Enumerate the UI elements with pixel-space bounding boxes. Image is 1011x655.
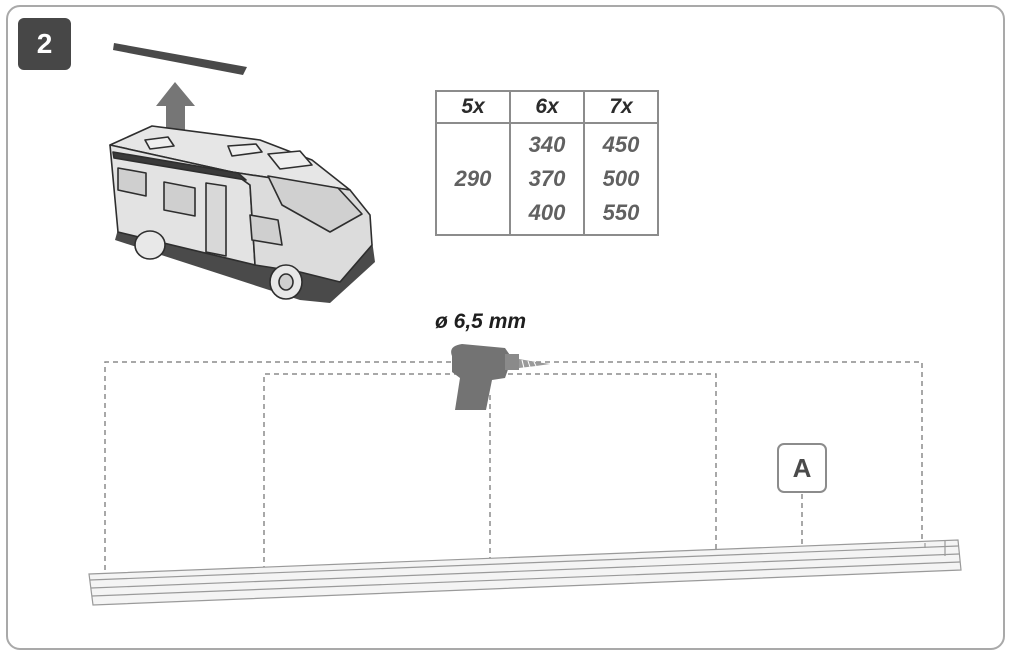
spacing-value: 500 [602,166,640,191]
spacing-header-6x: 6x [509,90,585,124]
spacing-value: 370 [528,166,566,191]
spacing-value: 400 [528,200,566,225]
spacing-table-row: 290 340 370 400 450 500 550 [435,122,659,236]
drill-icon [451,344,550,410]
drill-diameter-label: ø 6,5 mm [435,310,527,333]
spacing-value: 340 [528,132,566,157]
spacing-table: 5x 6x 7x 290 340 370 400 450 500 550 [435,90,659,236]
step-number: 2 [36,28,53,59]
up-arrow-icon [156,82,195,146]
spacing-value: 290 [454,166,492,191]
spacing-value: 450 [602,132,640,157]
marker-label: A [792,452,812,483]
spacing-table-header-row: 5x 6x 7x [435,90,659,124]
removed-strip [113,43,247,75]
spacing-header-7x: 7x [583,90,659,124]
spacing-cell-7x: 450 500 550 [583,122,659,236]
spacing-header-5x: 5x [435,90,511,124]
marker-a: A [777,443,827,493]
spacing-cell-6x: 340 370 400 [509,122,585,236]
step-number-badge: 2 [18,18,71,70]
panel-frame [6,5,1005,650]
motorhome-icon [109,125,375,303]
roof-rail-icon [88,539,962,606]
spacing-cell-5x: 290 [435,122,511,236]
spacing-value: 550 [602,200,640,225]
